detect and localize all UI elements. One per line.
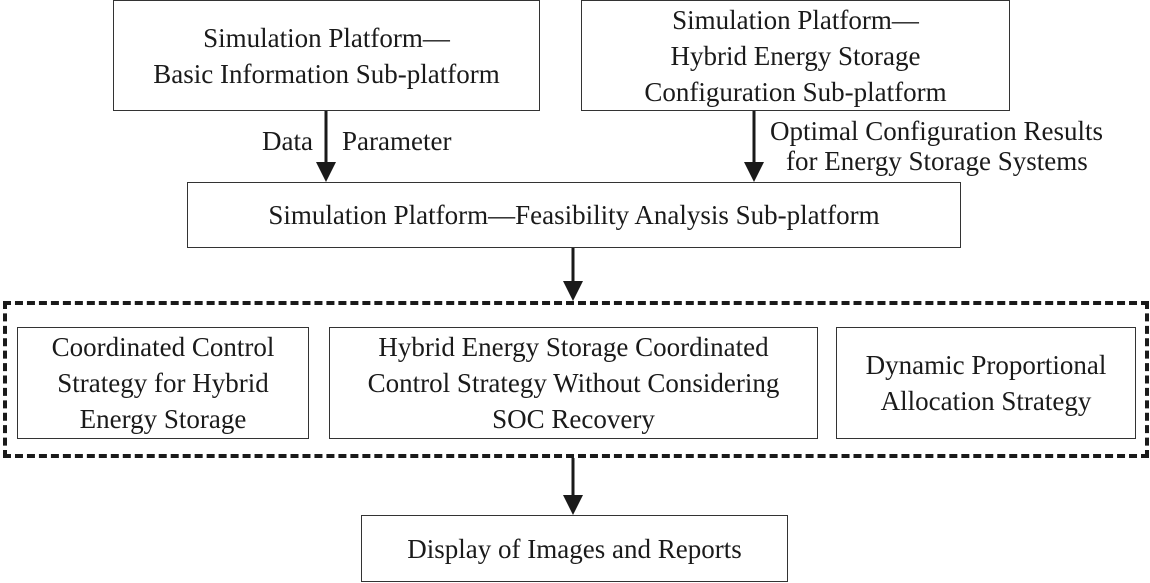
optimal-results-line-1: Optimal Configuration Results: [770, 116, 1103, 146]
dynamic-allocation-line-2: Allocation Strategy: [880, 386, 1092, 416]
arrowhead-basic-to-feasibility: [316, 162, 336, 182]
control-strategies-group: [3, 301, 1149, 458]
optimal-results-line-2: for Energy Storage Systems: [786, 146, 1088, 176]
basic-information-subplatform-box: Simulation Platform— Basic Information S…: [113, 0, 540, 111]
basic-info-line-2: Basic Information Sub-platform: [153, 58, 500, 89]
no-soc-recovery-line-3: SOC Recovery: [492, 404, 655, 434]
dynamic-proportional-allocation-box: Dynamic Proportional Allocation Strategy: [836, 327, 1136, 439]
display-line-1: Display of Images and Reports: [407, 533, 742, 564]
arrowhead-feasibility-to-strategies: [563, 281, 583, 301]
no-soc-recovery-line-1: Hybrid Energy Storage Coordinated: [378, 332, 769, 362]
display-images-reports-box: Display of Images and Reports: [361, 515, 788, 582]
hybrid-config-line-3: Configuration Sub-platform: [644, 76, 947, 107]
no-soc-recovery-strategy-box: Hybrid Energy Storage Coordinated Contro…: [329, 327, 818, 439]
feasibility-line-1: Simulation Platform—Feasibility Analysis…: [268, 200, 880, 230]
arrowhead-config-to-feasibility: [744, 162, 764, 182]
coordinated-control-line-1: Coordinated Control: [51, 332, 275, 362]
optimal-results-label: Optimal Configuration Results for Energy…: [770, 116, 1103, 176]
coordinated-control-strategy-box: Coordinated Control Strategy for Hybrid …: [17, 327, 309, 439]
no-soc-recovery-line-2: Control Strategy Without Considering: [367, 368, 780, 398]
coordinated-control-line-2: Strategy for Hybrid: [57, 368, 269, 398]
basic-info-line-1: Simulation Platform—: [203, 22, 450, 53]
hybrid-energy-storage-config-subplatform-box: Simulation Platform— Hybrid Energy Stora…: [581, 0, 1010, 111]
coordinated-control-line-3: Energy Storage: [79, 404, 247, 434]
data-label: Data: [262, 126, 313, 156]
dynamic-allocation-line-1: Dynamic Proportional: [865, 350, 1107, 380]
arrowhead-strategies-to-display: [563, 495, 583, 515]
hybrid-config-line-1: Simulation Platform—: [672, 4, 919, 35]
parameter-label: Parameter: [342, 126, 452, 156]
feasibility-analysis-subplatform-box: Simulation Platform—Feasibility Analysis…: [187, 182, 961, 248]
hybrid-config-line-2: Hybrid Energy Storage: [670, 40, 921, 71]
